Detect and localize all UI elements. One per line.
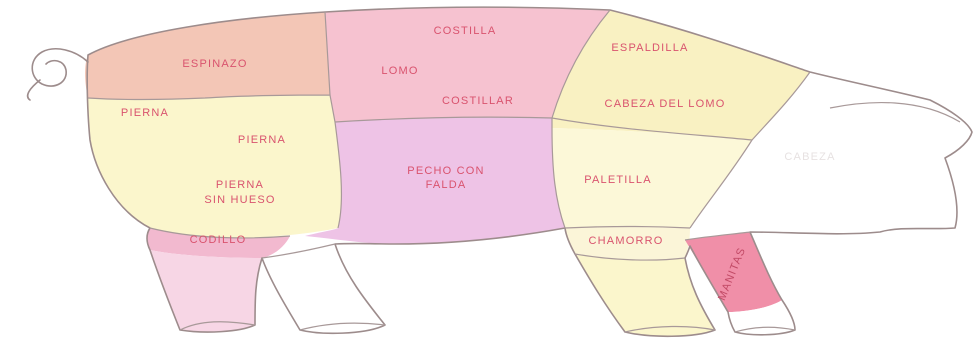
- label-espaldilla: ESPALDILLA: [611, 42, 688, 54]
- label-cabeza: CABEZA: [784, 151, 835, 163]
- label-paletilla: PALETILLA: [584, 174, 651, 186]
- label-costilla: COSTILLA: [434, 25, 497, 37]
- label-pierna-sin-hueso-line1: PIERNA: [216, 179, 264, 191]
- label-espinazo: ESPINAZO: [182, 58, 247, 70]
- label-pierna-top: PIERNA: [121, 107, 169, 119]
- label-pecho-con-falda-line2: FALDA: [426, 179, 467, 191]
- label-codillo: CODILLO: [190, 234, 247, 246]
- label-pecho-con-falda-line1: PECHO CON: [407, 165, 484, 177]
- label-pierna-mid: PIERNA: [238, 134, 286, 146]
- region-espinazo: [85, 12, 330, 100]
- hind-leg-back: [150, 250, 262, 332]
- label-pierna-sin-hueso-line2: SIN HUESO: [204, 194, 275, 206]
- label-lomo: LOMO: [381, 65, 418, 77]
- label-chamorro: CHAMORRO: [589, 235, 664, 247]
- label-cabeza-del-lomo: CABEZA DEL LOMO: [605, 98, 726, 110]
- pig-tail: [28, 49, 88, 100]
- label-costillar: COSTILLAR: [442, 95, 514, 107]
- hind-leg-front: [262, 244, 385, 333]
- front-leg-back: [575, 254, 715, 336]
